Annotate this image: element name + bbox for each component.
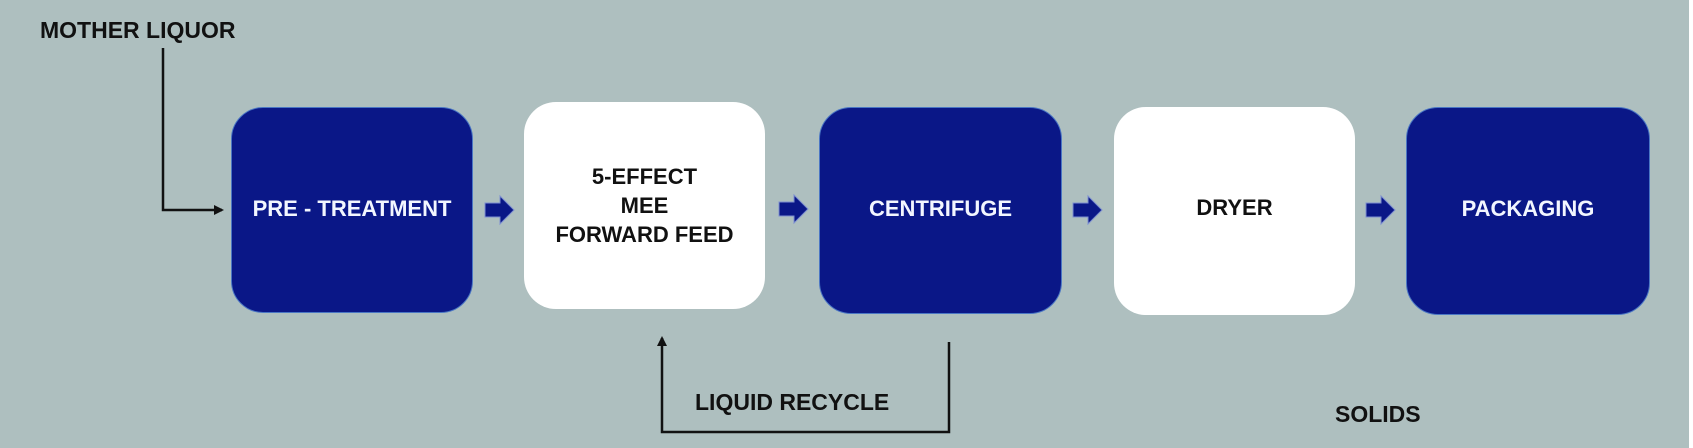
solids-label: SOLIDS [1335, 401, 1421, 427]
flow-arrow-icon [484, 194, 515, 226]
mother-liquor-label: MOTHER LIQUOR [40, 17, 236, 43]
step-label-line: 5-EFFECT [591, 164, 698, 189]
flow-arrow-icon [1072, 194, 1103, 226]
recycle-arrow [657, 336, 951, 434]
step-mee: 5-EFFECT MEE FORWARD FEED [524, 102, 765, 309]
step-label: CENTRIFUGE [869, 196, 1012, 221]
step-label: 5-EFFECT MEE FORWARD FEED [555, 162, 733, 309]
step-pre-treatment: PRE - TREATMENT [231, 107, 473, 313]
step-centrifuge: CENTRIFUGE [819, 107, 1062, 314]
step-label-line: FORWARD FEED [555, 222, 734, 247]
step-packaging: PACKAGING [1406, 107, 1650, 315]
step-label-line: MEE [620, 193, 669, 218]
liquid-recycle-label: LIQUID RECYCLE [695, 389, 890, 415]
flow-arrow-icon [778, 193, 809, 225]
feed-arrow [161, 48, 224, 215]
step-label: PRE - TREATMENT [252, 196, 452, 221]
step-dryer: DRYER [1114, 107, 1355, 315]
flow-arrow-icon [1365, 194, 1396, 226]
step-label: PACKAGING [1461, 196, 1595, 221]
step-label: DRYER [1196, 195, 1273, 220]
